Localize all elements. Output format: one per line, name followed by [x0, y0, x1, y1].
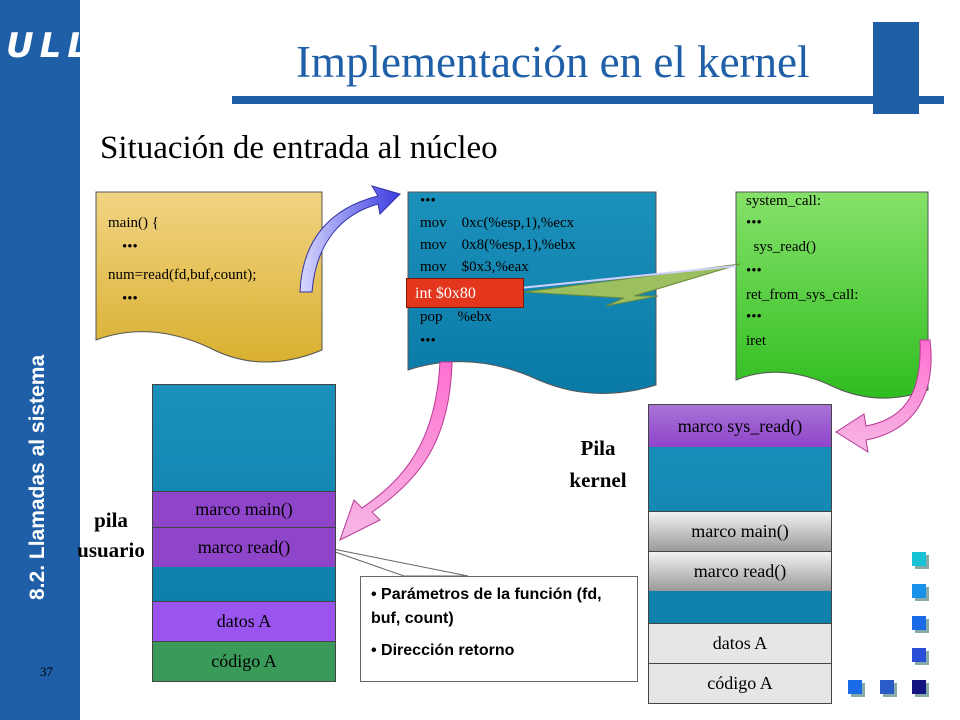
int-0x80-highlight: int $0x80: [406, 278, 524, 308]
lib-code: ••• mov 0xc(%esp,1),%ecx mov 0x8(%esp,1)…: [420, 190, 656, 360]
kernel-code: system_call: ••• sys_read() ••• ret_from…: [746, 190, 926, 360]
decor-square: [912, 584, 926, 598]
user-stack: marco main() marco read() datos A código…: [152, 384, 336, 682]
page-subtitle: Situación de entrada al núcleo: [100, 130, 498, 166]
kernel-stack: marco sys_read() marco main() marco read…: [648, 404, 832, 704]
user-code: main() { ••• num=read(fd,buf,count); •••: [108, 212, 328, 322]
stack-code: código A: [153, 641, 335, 681]
code-line: ret_from_sys_call:: [746, 287, 859, 303]
sidebar: [0, 0, 80, 720]
code-line: mov 0xc(%esp,1),%ecx: [420, 215, 575, 231]
code-line: •••: [122, 239, 138, 255]
decor-square: [912, 616, 926, 630]
title-underline: [232, 96, 944, 104]
callout-item: • Dirección retorno: [371, 642, 515, 659]
decor-square: [912, 680, 926, 694]
parameters-callout: • Parámetros de la función (fd, buf, cou…: [360, 576, 638, 682]
slide-number: 37: [40, 664, 53, 679]
decor-square: [912, 648, 926, 662]
code-line: •••: [746, 215, 762, 231]
kstack-data: datos A: [649, 623, 831, 663]
callout-item-text: Dirección retorno: [381, 642, 515, 659]
code-line: mov $0x3,%eax: [420, 259, 529, 275]
code-line: mov 0x8(%esp,1),%ebx: [420, 237, 576, 253]
kstack-frame-sysread: marco sys_read(): [649, 405, 831, 447]
decor-square: [912, 552, 926, 566]
user-stack-label-2: usuario: [77, 538, 145, 562]
callout-pointer: [317, 545, 469, 577]
callout-item: • Parámetros de la función (fd, buf, cou…: [371, 586, 602, 627]
kstack-frame-read: marco read(): [649, 551, 831, 591]
user-stack-label-1: pila: [94, 508, 128, 532]
ull-logo: ULL: [6, 26, 95, 66]
code-line: system_call:: [746, 193, 821, 209]
stack-frame-read: marco read(): [153, 527, 335, 567]
code-line: main() {: [108, 215, 159, 231]
stack-data: datos A: [153, 601, 335, 641]
title-accent-bar: [873, 22, 919, 114]
decor-square: [880, 680, 894, 694]
return-arrow-user: [339, 361, 453, 541]
decor-square: [848, 680, 862, 694]
call-arrow: [299, 185, 401, 293]
kernel-stack-label-1: Pila: [580, 436, 616, 460]
code-line: iret: [746, 333, 766, 349]
kernel-stack-label-2: kernel: [569, 468, 627, 492]
code-line: •••: [420, 193, 436, 209]
code-line: pop %ebx: [420, 309, 492, 325]
code-line: •••: [746, 263, 762, 279]
return-arrow-kernel: [835, 339, 932, 454]
code-line: sys_read(): [746, 239, 816, 255]
code-line: •••: [122, 291, 138, 307]
callout-item-text: Parámetros de la función (fd, buf, count…: [371, 586, 602, 627]
stack-frame-main: marco main(): [153, 491, 335, 527]
kstack-code: código A: [649, 663, 831, 703]
code-line: num=read(fd,buf,count);: [108, 267, 257, 283]
code-line: •••: [746, 309, 762, 325]
user-code-box: [95, 191, 323, 363]
trap-bolt: [523, 263, 741, 307]
code-line: •••: [420, 333, 436, 349]
page-title: Implementación en el kernel: [296, 37, 810, 87]
kstack-frame-main: marco main(): [649, 511, 831, 551]
